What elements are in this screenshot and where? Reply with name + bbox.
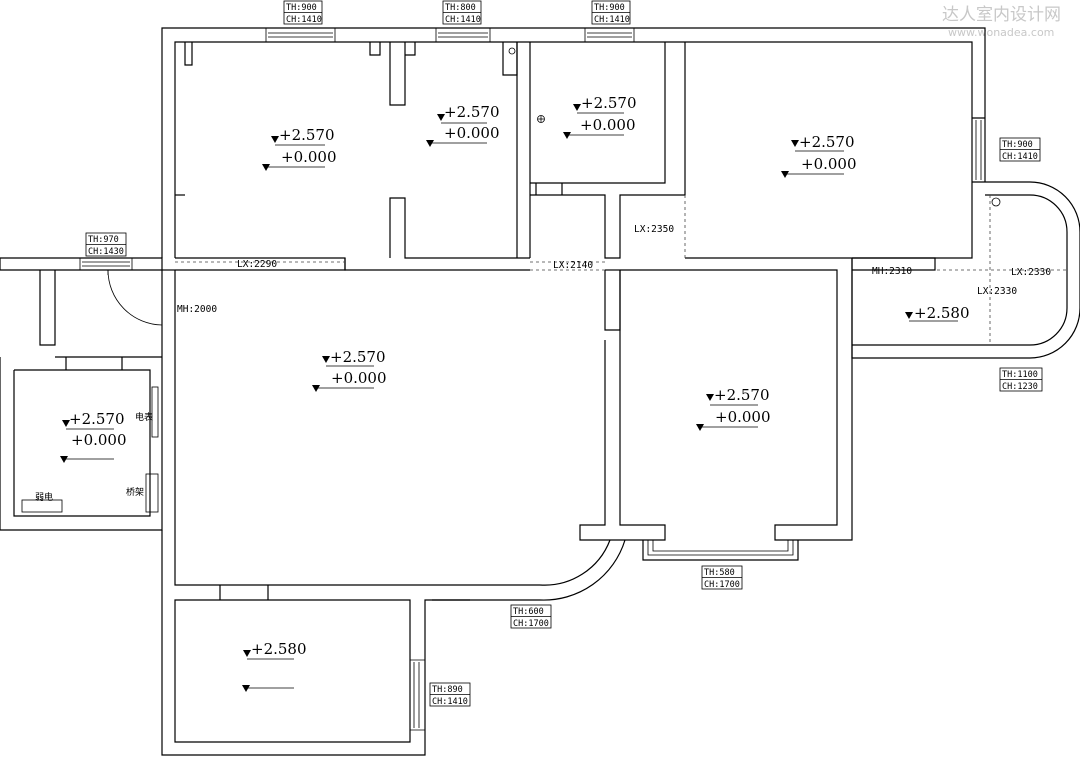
ceiling-level: +2.570 bbox=[279, 126, 335, 144]
mh-label: MH:2310 bbox=[872, 266, 912, 277]
openings bbox=[175, 195, 1067, 345]
level-mark: +2.570 +0.000 bbox=[781, 133, 857, 178]
level-triangle-icon bbox=[262, 164, 270, 171]
window-tag: TH:1100 CH:1230 bbox=[999, 367, 1043, 392]
ceiling-level: +2.570 bbox=[69, 410, 125, 428]
level-triangle-icon bbox=[573, 104, 581, 111]
watermark-url: www.wonadea.com bbox=[948, 26, 1054, 39]
tag-top: TH:970 bbox=[88, 235, 119, 245]
level-mark: +2.580 bbox=[905, 304, 970, 322]
level-triangle-icon bbox=[706, 394, 714, 401]
level-triangle-icon bbox=[242, 685, 250, 692]
level-triangle-icon bbox=[905, 312, 913, 319]
tag-top: TH:900 bbox=[1002, 140, 1033, 150]
level-mark: +2.570 +0.000 bbox=[262, 126, 337, 171]
tag-bottom: CH:1410 bbox=[432, 697, 468, 707]
floor-level: +0.000 bbox=[580, 116, 636, 134]
floor-level: +0.000 bbox=[801, 155, 857, 173]
level-triangle-icon bbox=[243, 650, 251, 657]
mh-label: MH:2000 bbox=[177, 304, 217, 315]
tag-bottom: CH:1700 bbox=[513, 619, 549, 629]
level-mark: +2.570 +0.000 bbox=[312, 348, 387, 392]
level-triangle-icon bbox=[437, 114, 445, 121]
level-triangle-icon bbox=[563, 132, 571, 139]
lx-label: LX:2350 bbox=[634, 224, 674, 235]
meter-label: 电表 bbox=[135, 411, 153, 423]
ceiling-level: +2.580 bbox=[914, 304, 970, 322]
tag-bottom: CH:1430 bbox=[88, 247, 124, 257]
tag-bottom: CH:1410 bbox=[286, 15, 322, 25]
window-tag: TH:900 CH:1410 bbox=[999, 137, 1041, 162]
lx-label: LX:2330 bbox=[977, 286, 1017, 297]
tag-top: TH:800 bbox=[445, 3, 476, 13]
weak-current-label: 弱电 bbox=[35, 491, 53, 503]
ceiling-level: +2.570 bbox=[330, 348, 386, 366]
level-triangle-icon bbox=[312, 385, 320, 392]
tag-bottom: CH:1700 bbox=[704, 580, 740, 590]
level-triangle-icon bbox=[791, 140, 799, 147]
tag-bottom: CH:1230 bbox=[1002, 382, 1038, 392]
ceiling-level: +2.570 bbox=[799, 133, 855, 151]
floor-level: +0.000 bbox=[715, 408, 771, 426]
ceiling-level: +2.580 bbox=[251, 640, 307, 658]
window-tag: TH:890 CH:1410 bbox=[429, 682, 471, 707]
window-tag: TH:970 CH:1430 bbox=[85, 232, 127, 257]
level-mark: +2.570 +0.000 bbox=[60, 410, 127, 463]
tag-bottom: CH:1410 bbox=[445, 15, 481, 25]
level-mark: +2.570 +0.000 bbox=[426, 103, 500, 147]
level-triangle-icon bbox=[62, 420, 70, 427]
bridge-label: 桥架 bbox=[126, 486, 144, 498]
level-triangle-icon bbox=[781, 171, 789, 178]
level-mark: +2.580 bbox=[242, 640, 307, 692]
level-mark: +2.570 +0.000 bbox=[508, 47, 637, 139]
floor-level: +0.000 bbox=[331, 369, 387, 387]
tag-top: TH:600 bbox=[513, 607, 544, 617]
tag-top: TH:890 bbox=[432, 685, 463, 695]
floor-level: +0.000 bbox=[444, 124, 500, 142]
tag-top: TH:900 bbox=[594, 3, 625, 13]
tag-bottom: CH:1410 bbox=[1002, 152, 1038, 162]
level-triangle-icon bbox=[271, 136, 279, 143]
window-tag: TH:900 CH:1410 bbox=[283, 0, 323, 25]
tag-top: TH:580 bbox=[704, 568, 735, 578]
walls bbox=[0, 27, 1080, 756]
tag-bottom: CH:1410 bbox=[594, 15, 630, 25]
tag-top: TH:1100 bbox=[1002, 370, 1038, 380]
level-triangle-icon bbox=[60, 456, 68, 463]
level-triangle-icon bbox=[322, 356, 330, 363]
floor-level: +0.000 bbox=[281, 148, 337, 166]
window-tag: TH:800 CH:1410 bbox=[442, 0, 482, 25]
lx-label: LX:2290 bbox=[237, 259, 277, 270]
level-triangle-icon bbox=[426, 140, 434, 147]
floor-level: +0.000 bbox=[71, 431, 127, 449]
lx-label: LX:2330 bbox=[1011, 267, 1051, 278]
watermark-title: 达人室内设计网 bbox=[942, 5, 1061, 25]
ceiling-level: +2.570 bbox=[581, 94, 637, 112]
window-tag: TH:580 CH:1700 bbox=[701, 565, 743, 590]
tag-top: TH:900 bbox=[286, 3, 317, 13]
ceiling-level: +2.570 bbox=[444, 103, 500, 121]
level-mark: +2.570 +0.000 bbox=[696, 386, 771, 431]
ceiling-level: +2.570 bbox=[714, 386, 770, 404]
level-triangle-icon bbox=[696, 424, 704, 431]
window-tag: TH:600 CH:1700 bbox=[510, 604, 552, 629]
window-tag: TH:900 CH:1410 bbox=[591, 0, 631, 25]
lx-label: LX:2140 bbox=[553, 260, 593, 271]
